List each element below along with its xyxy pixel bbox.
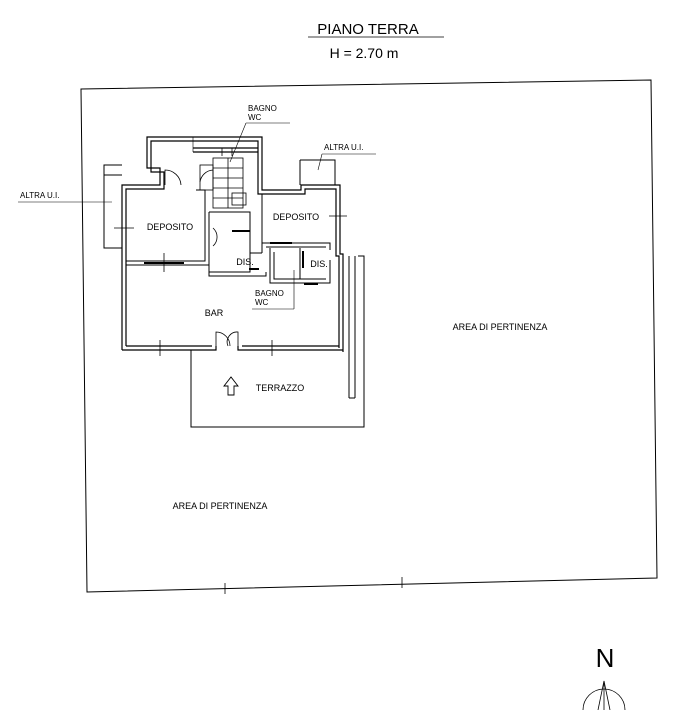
area-label-pertinenza-right: AREA DI PERTINENZA [453,322,548,332]
doors [164,169,239,347]
callout-altra-right: ALTRA U.I. [317,143,376,171]
area-label-pertinenza-bottom: AREA DI PERTINENZA [173,501,268,511]
north-label: N [596,643,615,673]
stair-block [199,157,247,209]
room-label-bar: BAR [205,308,224,318]
callout-bagno-mid-line2: WC [255,298,269,307]
windows [114,148,347,356]
height-label: H = 2.70 m [330,45,399,61]
terrace-outline [190,255,365,428]
room-label-terrazzo: TERRAZZO [256,383,305,393]
callout-bagno-top-line1: BAGNO [248,104,277,113]
room-label-dis-right: DIS. [310,259,328,269]
neighbour-unit-left [103,164,122,249]
callout-bagno-mid-line1: BAGNO [255,289,284,298]
building-walls [121,136,344,352]
neighbour-unit-right [299,159,336,185]
callout-altra-left: ALTRA U.I. [18,191,112,203]
callout-bagno-top: BAGNO WC [229,104,290,163]
compass-icon [582,680,626,710]
plan-title: PIANO TERRA [317,21,418,38]
callout-altra-left-label: ALTRA U.I. [20,191,59,200]
room-label-deposito-left: DEPOSITO [147,222,193,232]
entrance-arrow-icon [223,376,239,396]
room-label-dis-left: DIS. [236,257,254,267]
property-boundary [80,79,658,593]
callout-bagno-mid: BAGNO WC [252,270,295,310]
callout-bagno-top-line2: WC [248,113,262,122]
callout-altra-right-label: ALTRA U.I. [324,143,363,152]
room-label-deposito-right: DEPOSITO [273,212,319,222]
